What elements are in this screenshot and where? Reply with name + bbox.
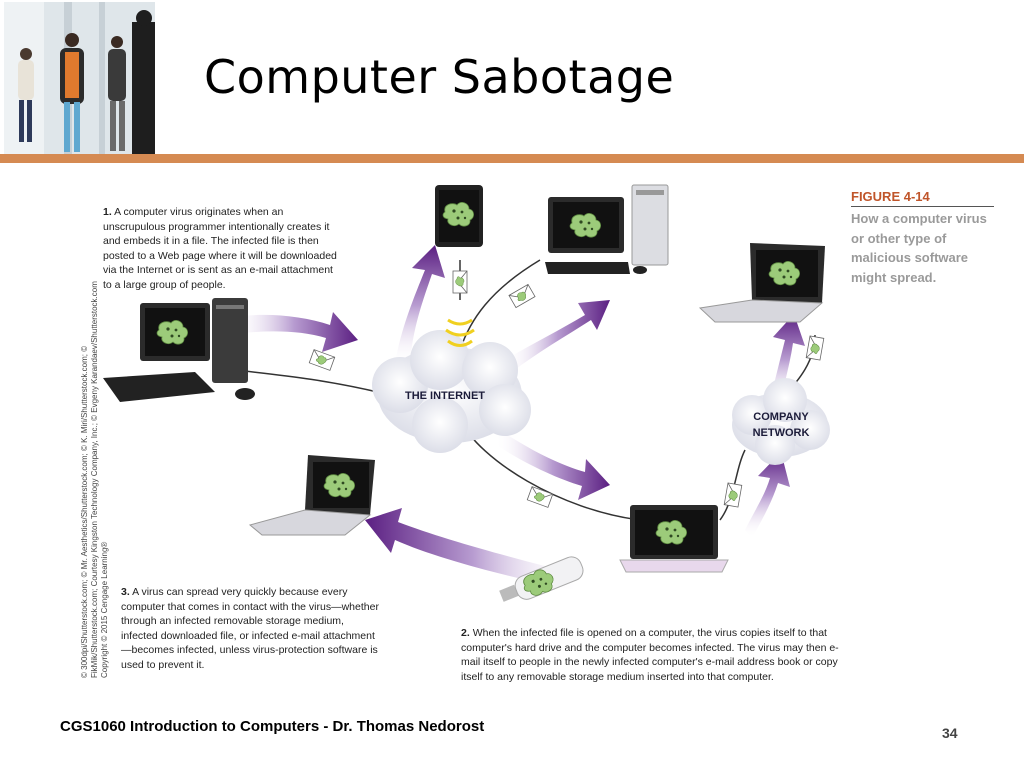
email-envelope — [453, 271, 467, 293]
step-1-text: 1. A computer virus originates when an u… — [103, 205, 343, 292]
page-number: 34 — [942, 725, 958, 741]
step-2-text: 2. When the infected file is opened on a… — [461, 626, 847, 684]
internet-label: THE INTERNET — [405, 390, 485, 402]
step-3-text: 3. A virus can spread very quickly becau… — [121, 585, 383, 672]
step-2-number: 2. — [461, 627, 470, 639]
origin-desktop — [103, 298, 255, 402]
email-envelope — [724, 483, 742, 507]
step-3-body: A virus can spread very quickly because … — [121, 586, 379, 671]
step-1-body: A computer virus originates when an unsc… — [103, 206, 337, 291]
image-credits: © 300dpi/Shutterstock.com; © Mr. Aesthet… — [80, 278, 110, 678]
left-laptop — [250, 455, 375, 535]
bottom-laptop — [620, 505, 728, 572]
email-envelope — [309, 350, 334, 371]
email-envelope — [527, 487, 552, 508]
figure-caption: How a computer virus or other type of ma… — [851, 209, 991, 287]
top-right-laptop — [700, 243, 825, 322]
email-envelope — [806, 336, 824, 360]
step-2-body: When the infected file is opened on a co… — [461, 627, 839, 683]
step-1-number: 1. — [103, 206, 112, 218]
top-desktop — [545, 185, 668, 274]
email-envelope — [509, 284, 535, 307]
slide-footer: CGS1060 Introduction to Computers - Dr. … — [60, 718, 484, 735]
company-network-label: NETWORK — [753, 427, 810, 439]
figure-number: FIGURE 4-14 — [851, 189, 994, 207]
tablet — [435, 185, 483, 247]
step-3-number: 3. — [121, 586, 130, 598]
company-network-label: COMPANY — [753, 411, 809, 423]
